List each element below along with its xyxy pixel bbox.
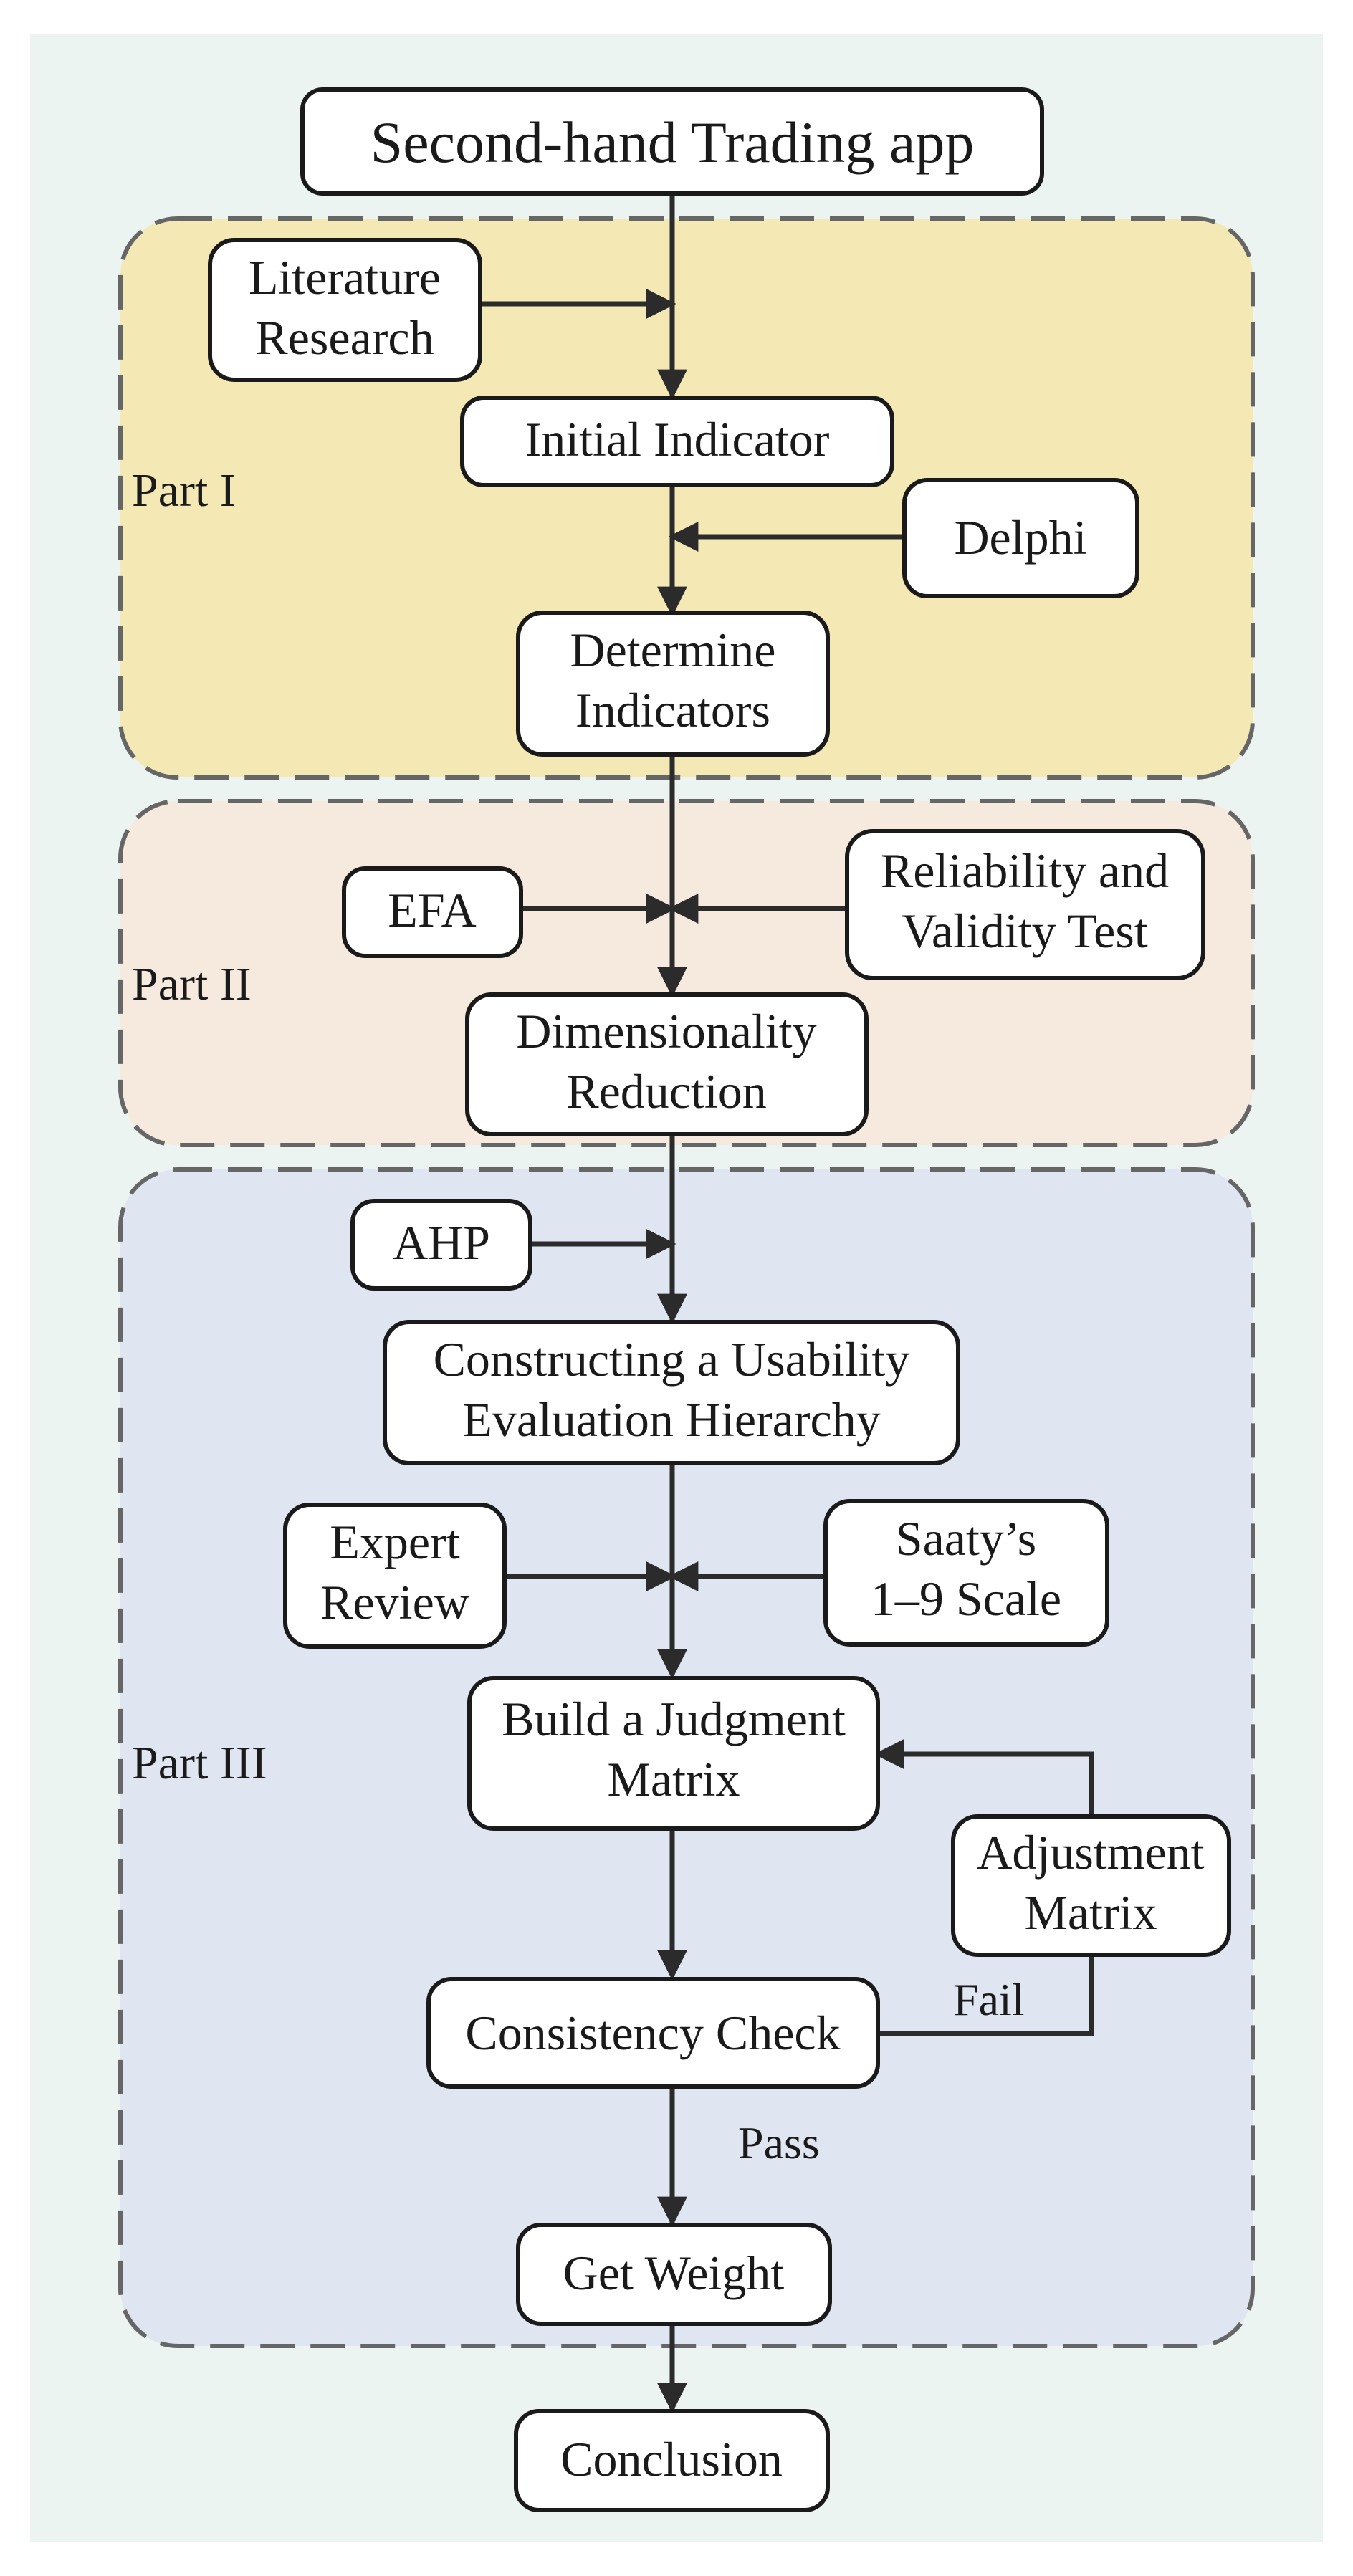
node-line: Matrix (1024, 1885, 1157, 1940)
delphi-node: Delphi (902, 478, 1139, 598)
part-1-label: Part I (132, 464, 236, 517)
node-line: Indicators (575, 683, 770, 737)
node-line: Constructing a Usability (434, 1332, 910, 1387)
initial-indicator-text: Initial Indicator (525, 412, 830, 466)
node-line: Research (255, 310, 434, 365)
ahp-text: AHP (393, 1215, 490, 1270)
efa-node: EFA (342, 866, 523, 958)
node-line: Determine (570, 623, 776, 677)
efa-text: EFA (388, 883, 476, 937)
node-line: Literature (249, 250, 441, 305)
node-line: Saaty’s (896, 1511, 1036, 1566)
node-line: EFA (388, 883, 476, 937)
delphi-text: Delphi (954, 510, 1086, 565)
node-line: Conclusion (560, 2432, 783, 2486)
conclusion-text: Conclusion (560, 2432, 783, 2486)
initial-indicator-node: Initial Indicator (460, 396, 894, 487)
part-2-label: Part II (132, 958, 252, 1010)
node-line: Second-hand Trading app (370, 110, 975, 175)
get-weight-text: Get Weight (563, 2246, 785, 2300)
title-node-text: Second-hand Trading app (370, 110, 975, 175)
connectors (480, 193, 1094, 2413)
node-line: Validity Test (902, 904, 1148, 958)
ahp-node: AHP (350, 1199, 532, 1291)
fail-label: Fail (953, 1974, 1025, 2025)
node-line: Initial Indicator (525, 412, 830, 466)
consistency-check-node: Consistency Check (426, 1977, 880, 2089)
title-node: Second-hand Trading app (300, 87, 1044, 196)
part-3-label: Part III (132, 1737, 267, 1789)
node-line: Get Weight (563, 2246, 785, 2300)
consistency-check-text: Consistency Check (465, 2006, 840, 2060)
node-line: Delphi (954, 510, 1086, 565)
node-line: Build a Judgment (502, 1692, 846, 1746)
conclusion-node: Conclusion (514, 2409, 830, 2512)
node-line: Reduction (566, 1064, 767, 1119)
node-line: Consistency Check (465, 2006, 840, 2060)
node-line: Adjustment (977, 1825, 1204, 1880)
node-line: Evaluation Hierarchy (462, 1392, 880, 1447)
node-line: Expert (330, 1515, 459, 1569)
node-line: AHP (393, 1215, 490, 1270)
node-line: Reliability and (881, 843, 1169, 898)
node-line: Matrix (607, 1752, 740, 1806)
node-line: Review (320, 1575, 469, 1629)
pass-label: Pass (738, 2117, 820, 2168)
node-line: 1–9 Scale (871, 1571, 1061, 1626)
get-weight-node: Get Weight (516, 2223, 832, 2326)
node-line: Dimensionality (516, 1004, 816, 1058)
